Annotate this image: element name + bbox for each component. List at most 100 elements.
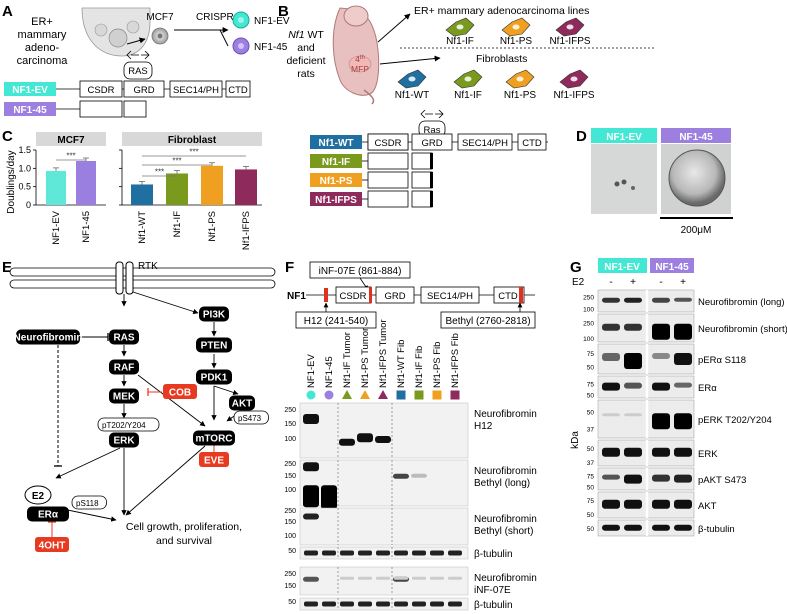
band [412, 550, 426, 556]
blot-label: Neurofibromin [474, 409, 537, 420]
inf07e-epitope [369, 287, 372, 303]
panel-letter: G [570, 259, 582, 276]
svg-text:CTD: CTD [228, 85, 248, 96]
band [652, 447, 670, 457]
mw-marker: 100 [284, 436, 296, 443]
band [357, 433, 373, 443]
nf1-45-badge-label: NF1-45 [13, 105, 47, 116]
blot-label: Bethyl (short) [474, 526, 533, 537]
band [358, 576, 372, 580]
band [624, 413, 642, 417]
band [303, 414, 319, 424]
band [624, 474, 642, 484]
svg-text:GRD: GRD [133, 85, 154, 96]
bethyl-epitope [519, 287, 523, 303]
ctd-domain [517, 133, 547, 151]
mw-marker: 100 [583, 307, 594, 314]
gdp-icon [435, 109, 444, 119]
band [303, 513, 319, 520]
lane-label: Nf1-IF Fib [414, 346, 425, 388]
significance-label: *** [172, 157, 181, 166]
grd-truncated [411, 190, 433, 208]
gtp-icon [126, 50, 139, 60]
panel-b: B Nf1 WT and deficient rats 4th MFP ER+ … [278, 3, 655, 105]
tumor-cell-icon [501, 17, 531, 37]
g-blot-label: pAKT S473 [698, 475, 746, 486]
mw-marker: 37 [587, 427, 595, 434]
band [303, 485, 319, 508]
svg-text:COB: COB [169, 388, 191, 399]
adeno-title: ER+ mammary adenocarcinoma lines [414, 5, 589, 17]
panel-g: G NF1-EV NF1-45 E2 - + - + kDa [570, 258, 694, 449]
fibroblast-label: Nf1-IFPS [553, 90, 594, 101]
mcf7-title: MCF7 [57, 135, 85, 146]
svg-text:and: and [297, 42, 315, 54]
band [624, 524, 642, 531]
pdk1-node-label: PDK1 [201, 373, 228, 384]
phospho-site-era: pS118 [71, 495, 107, 510]
mutation-marker [430, 191, 433, 207]
mtorc-node: mTORC [193, 430, 235, 446]
panel-a: A ER+ mammary adeno- carcinoma MCF7 CRIS… [2, 3, 290, 118]
arrow [379, 55, 441, 65]
construct-label: Nf1-IF [322, 157, 350, 168]
g-blot-label: pERK T202/Y204 [698, 415, 772, 426]
akt-node: AKT [229, 395, 255, 411]
activation-arrow [125, 445, 206, 516]
ras-label: RAS [128, 66, 148, 77]
fibroblast-icon [559, 69, 589, 89]
construct-row: Nf1-IF [310, 152, 433, 170]
pi3k-node-label: PI3K [203, 310, 226, 321]
band [412, 576, 426, 580]
svg-text:SEC14/PH: SEC14/PH [462, 138, 508, 149]
g-blot-label: ERK [698, 449, 718, 460]
band [674, 499, 692, 509]
g-blot-strips: Neurofibromin (long)250100Neurofibromin … [583, 289, 787, 537]
mw-marker: 50 [587, 393, 595, 400]
blot-label: β-tubulin [474, 549, 513, 560]
bar [201, 165, 223, 205]
phospho-site-erk: pT202/Y204 [97, 417, 160, 432]
nf1-ev-badge [591, 128, 657, 143]
y-tick-label: 0 [26, 200, 31, 210]
blot-label: β-tubulin [474, 600, 513, 611]
svg-text:E2: E2 [32, 491, 45, 502]
treatment-sign: + [680, 277, 686, 288]
svg-text:H12 (241-540): H12 (241-540) [304, 316, 368, 327]
bar [166, 173, 188, 205]
band [358, 550, 372, 556]
lane-marker [324, 390, 334, 400]
mw-marker: 100 [284, 487, 296, 494]
band [602, 474, 620, 480]
csdr-domain [367, 190, 409, 208]
grd-truncated [411, 152, 433, 170]
g-blot-label: Neurofibromin (short) [698, 324, 787, 335]
mw-marker: 150 [284, 519, 296, 526]
mw-marker: 100 [583, 336, 594, 343]
construct-label: Nf1-PS [320, 176, 353, 187]
band [674, 353, 692, 365]
band [339, 438, 355, 446]
fibroblast-icon [453, 69, 483, 89]
mw-marker: 50 [587, 446, 595, 453]
band [674, 382, 692, 388]
fibroblast-icon [397, 69, 427, 89]
scale-label: 200μM [681, 225, 712, 236]
panel-letter: A [2, 3, 13, 20]
band [602, 297, 620, 303]
x-tick-label: Nf1-PS [207, 211, 218, 242]
svg-text:4OHT: 4OHT [39, 541, 66, 552]
nf1-45-badge [661, 128, 731, 143]
lane-marker [360, 390, 370, 399]
activation-arrow [213, 385, 239, 396]
svg-text:CSDR: CSDR [88, 85, 115, 96]
band [652, 353, 670, 359]
treatment-sign: - [609, 277, 612, 288]
mw-marker: 37 [587, 460, 595, 467]
